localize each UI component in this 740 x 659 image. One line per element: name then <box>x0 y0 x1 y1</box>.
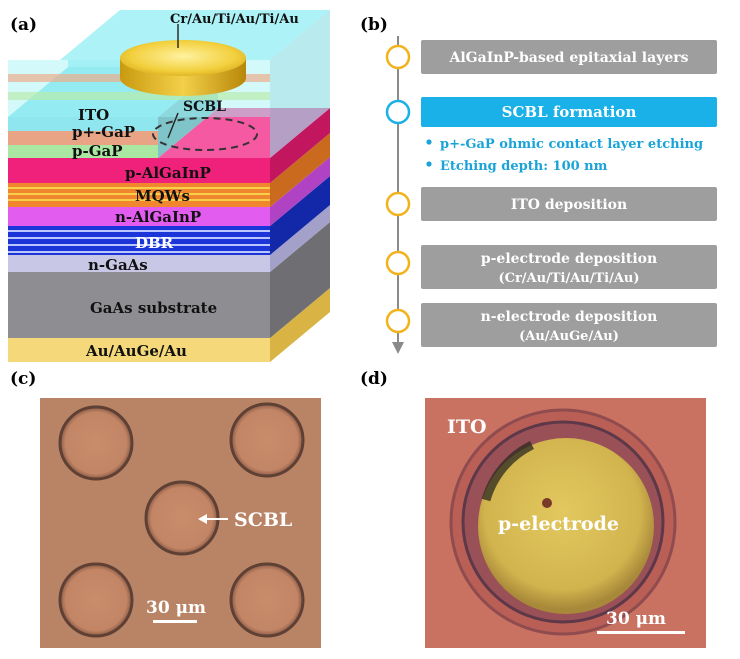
micrograph-d-electrode-label: p-electrode <box>498 513 619 535</box>
micrograph-d-scale-bar <box>597 631 685 634</box>
layer-label-substrate: GaAs substrate <box>90 299 217 317</box>
flow-step-box <box>421 40 717 74</box>
flow-node <box>385 191 411 217</box>
scbl-pad <box>229 562 305 638</box>
flow-node <box>385 44 411 70</box>
flow-step-box <box>421 187 717 221</box>
flow-node <box>385 250 411 276</box>
layer-stack-side <box>270 108 330 362</box>
layer-label-ito: ITO <box>78 106 109 124</box>
panel-c-label: (c) <box>10 369 36 389</box>
p-electrode-3d <box>120 40 246 96</box>
flow-step-subtitle: (Au/AuGe/Au) <box>519 329 619 344</box>
layer-label-p-gap: p-GaP <box>72 142 123 160</box>
layer-label-p-plus-gap: p+-GaP <box>72 123 135 141</box>
flow-step-subtitle: (Cr/Au/Ti/Au/Ti/Au) <box>498 271 639 286</box>
flow-step: SCBL formation <box>385 97 717 127</box>
bullet-depth: Etching depth: 100 nm <box>440 159 608 174</box>
scbl-region <box>152 117 258 151</box>
flow-step: ITO deposition <box>385 187 717 221</box>
micrograph-c-scale-bar <box>153 620 197 623</box>
flow-arrowhead <box>392 342 404 354</box>
scbl-pads <box>58 402 305 638</box>
flow-step-box <box>421 97 717 127</box>
panel-c: (c) SCBL 30 μm <box>10 369 321 648</box>
flow-step-title: p-electrode deposition <box>481 251 657 267</box>
layer-label-n-algainp: n-AlGaInP <box>115 208 201 226</box>
scbl-bullets: p+-GaP ohmic contact layer etching Etchi… <box>426 137 703 174</box>
micrograph-d-scale-text: 30 μm <box>606 609 666 629</box>
flow-step-title: n-electrode deposition <box>481 309 658 325</box>
micrograph-d-ito-label: ITO <box>447 416 487 438</box>
panel-a-label: (a) <box>10 15 37 35</box>
scbl-label: SCBL <box>183 99 226 115</box>
p-electrode-pad <box>478 438 654 614</box>
scbl-pad <box>58 405 134 481</box>
layer-label-dbr: DBR <box>135 234 174 252</box>
micrograph-c-scbl-label: SCBL <box>234 509 292 531</box>
panel-b-label: (b) <box>360 15 388 35</box>
bullet-etching: p+-GaP ohmic contact layer etching <box>440 137 703 152</box>
flow-step-title: ITO deposition <box>511 197 627 213</box>
scbl-pad <box>58 562 134 638</box>
layer-label-mqws: MQWs <box>135 187 190 205</box>
scbl-pad <box>229 402 305 478</box>
flow-step-box <box>421 303 717 347</box>
flow-step-box <box>421 245 717 289</box>
flow-step-title: SCBL formation <box>502 103 637 121</box>
flow-step: n-electrode deposition (Au/AuGe/Au) <box>385 303 717 347</box>
probe-mark <box>542 498 552 508</box>
flow-step: AlGaInP-based epitaxial layers <box>385 40 717 74</box>
micrograph-c-scale-text: 30 μm <box>146 598 206 618</box>
flow-node <box>385 308 411 334</box>
layer-label-n-electrode: Au/AuGe/Au <box>85 342 187 360</box>
panel-d-label: (d) <box>360 369 388 389</box>
panel-d: (d) ITO p-electrode 30 μm <box>360 369 706 648</box>
layer-label-n-gaas: n-GaAs <box>88 256 148 274</box>
flow-step-title: AlGaInP-based epitaxial layers <box>449 50 689 66</box>
panel-a: (a) <box>8 10 330 362</box>
electrode-stack-label: Cr/Au/Ti/Au/Ti/Au <box>170 12 299 27</box>
flow-node <box>385 99 411 125</box>
layer-label-p-algainp: p-AlGaInP <box>125 164 211 182</box>
flow-step: p-electrode deposition (Cr/Au/Ti/Au/Ti/Au… <box>385 245 717 289</box>
layer-stack-front <box>8 117 270 362</box>
